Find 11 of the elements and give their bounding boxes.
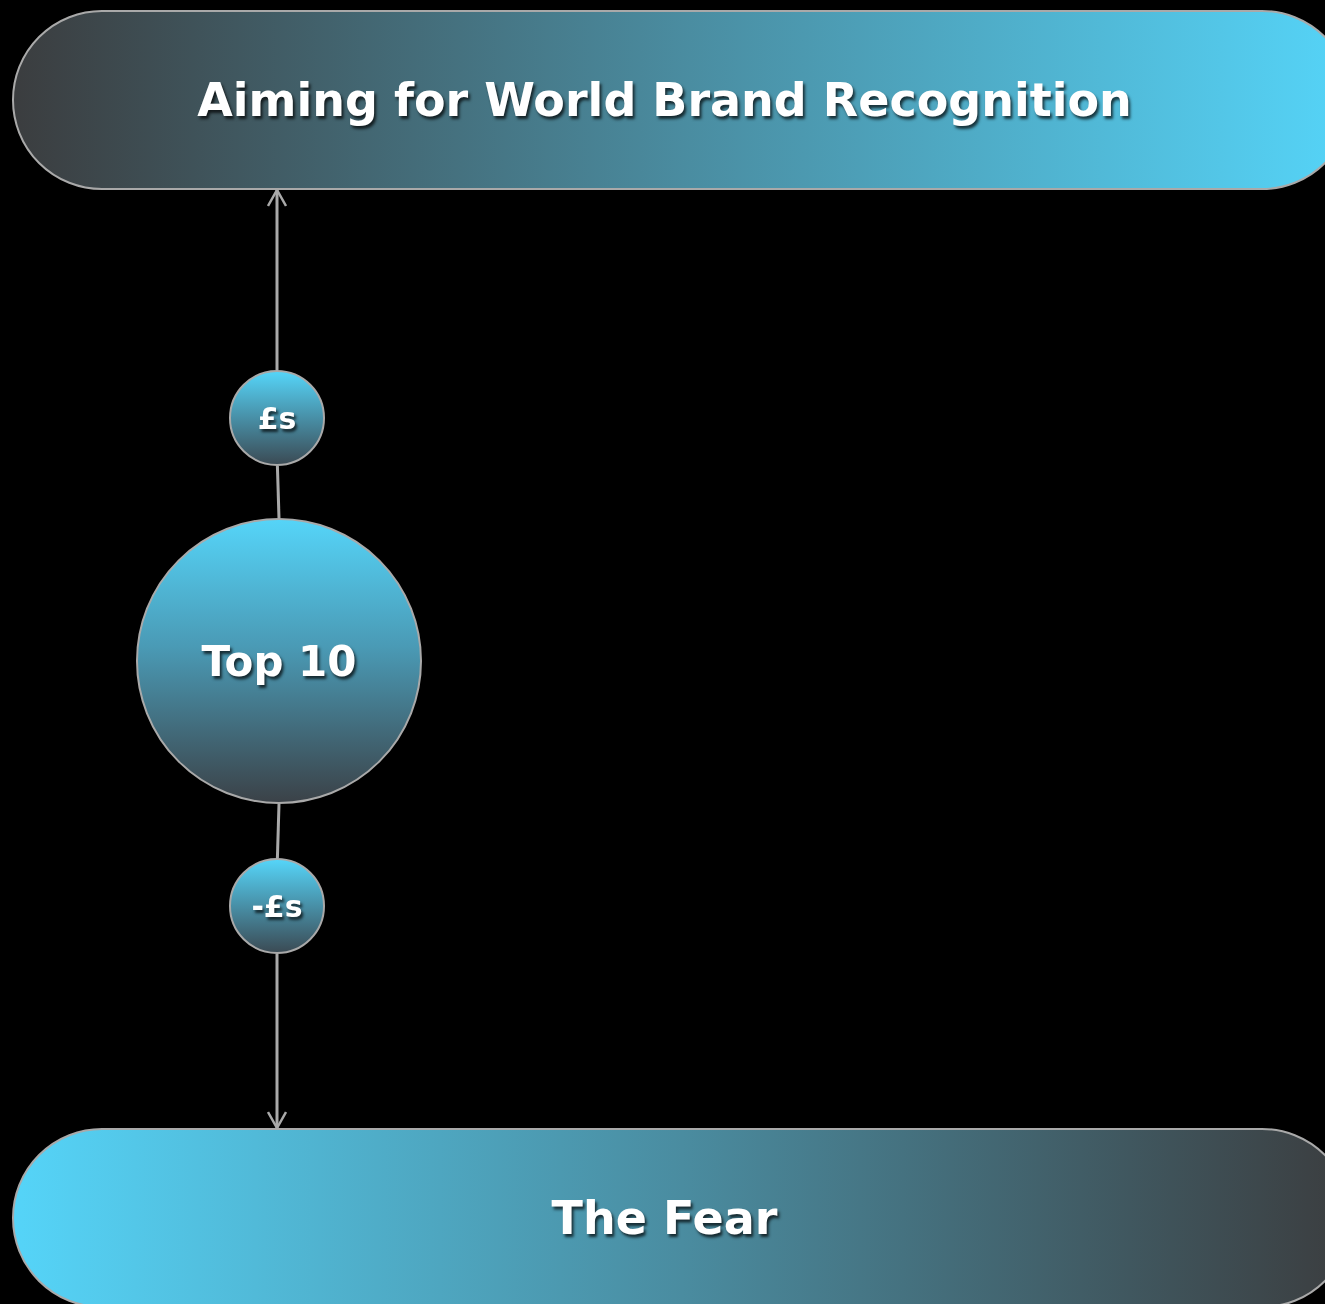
circle-label: £s — [257, 400, 297, 436]
arrow — [266, 954, 288, 1130]
title-banner — [12, 10, 1325, 190]
banner-text: The Fear — [551, 1191, 778, 1245]
bottom-banner — [12, 1128, 1325, 1304]
circle-label: -£s — [251, 888, 303, 924]
connector-line — [275, 803, 281, 859]
circle-label: Top 10 — [201, 636, 357, 686]
connector-line — [275, 465, 281, 519]
banner-text: Aiming for World Brand Recognition — [197, 73, 1132, 127]
arrow — [266, 188, 288, 370]
